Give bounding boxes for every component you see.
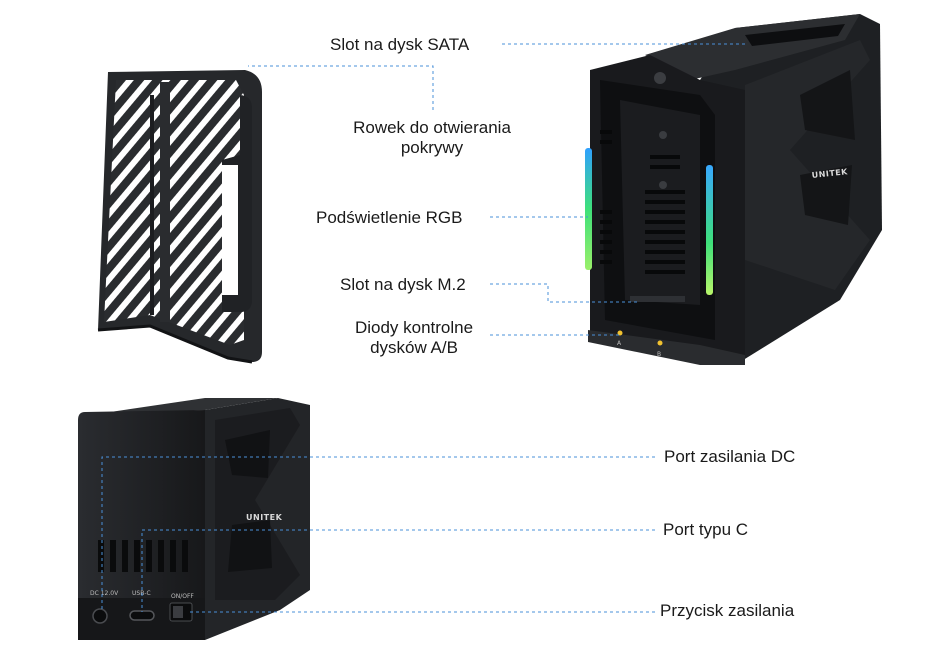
label-power-button: Przycisk zasilania bbox=[660, 601, 795, 620]
label-sata-slot: Slot na dysk SATA bbox=[330, 35, 470, 54]
leader-usbc bbox=[141, 529, 655, 612]
label-dc-port: Port zasilania DC bbox=[664, 447, 796, 466]
rgb-strip-left bbox=[585, 148, 592, 270]
sata-slot-opening bbox=[745, 24, 845, 46]
removable-cover bbox=[97, 70, 262, 364]
led-a bbox=[617, 330, 623, 336]
leader-lines bbox=[101, 43, 745, 613]
dc-jack bbox=[92, 608, 108, 624]
label-cover-groove-line2: pokrywy bbox=[400, 138, 464, 157]
rgb-strip-right bbox=[706, 165, 713, 295]
label-rgb-light: Podświetlenie RGB bbox=[316, 208, 463, 227]
leader-groove bbox=[248, 65, 434, 110]
brand-logo-rear: UNITEK bbox=[246, 513, 283, 522]
onoff-mark: ON/OFF bbox=[171, 593, 194, 600]
label-leds-line2: dysków A/B bbox=[370, 338, 458, 357]
label-usbc-port: Port typu C bbox=[663, 520, 749, 539]
dc-mark: DC 12.0V bbox=[90, 590, 119, 597]
usbc-mark: USB-C bbox=[132, 590, 151, 597]
label-leds: Diody kontrolne dysków A/B bbox=[334, 318, 494, 358]
brand-logo-top: UNITEK bbox=[811, 167, 848, 180]
dock-top-view: A B UNITEK bbox=[585, 14, 882, 365]
label-leds-line1: Diody kontrolne bbox=[354, 318, 474, 337]
m2-slot-connector bbox=[630, 296, 685, 302]
label-m2-slot: Slot na dysk M.2 bbox=[340, 275, 466, 294]
usbc-port bbox=[129, 610, 155, 621]
led-b bbox=[657, 340, 663, 346]
dock-rear-view: DC 12.0V USB-C ON/OFF UNITEK bbox=[78, 398, 310, 640]
label-cover-groove-line1: Rowek do otwierania bbox=[353, 118, 511, 137]
leader-dc bbox=[101, 456, 655, 612]
bay-b-mark: B bbox=[657, 351, 661, 358]
bay-a-mark: A bbox=[617, 340, 622, 347]
label-cover-groove: Rowek do otwierania pokrywy bbox=[332, 118, 532, 158]
leader-m2 bbox=[490, 283, 640, 303]
